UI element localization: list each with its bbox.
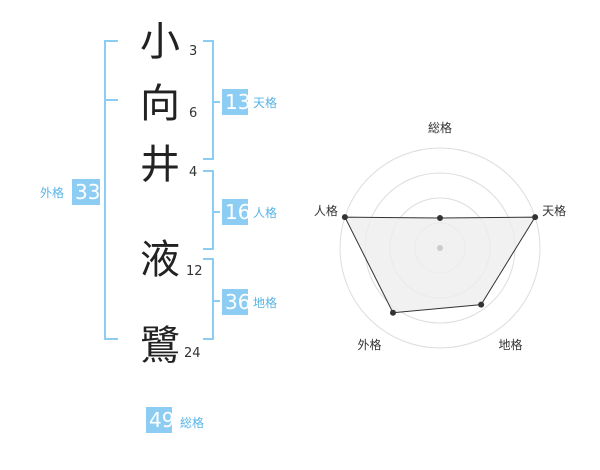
name-char-3: 井 (140, 142, 180, 188)
name-char-5: 鷺 (140, 323, 180, 369)
stroke-count-4: 12 (186, 264, 203, 279)
radar-ring-4 (339, 147, 541, 349)
soukaku-label: 総格 (180, 416, 205, 430)
radar-point-2 (532, 214, 539, 221)
radar-axis-label-2: 天格 (542, 203, 566, 218)
name-char-4: 液 (140, 237, 180, 283)
tenkaku-label: 天格 (253, 96, 278, 110)
chikaku-value-badge: 36 (222, 289, 250, 315)
gaikaku-label: 外格 (40, 186, 65, 200)
chikaku-label: 地格 (253, 296, 278, 310)
radar-axis-label-1: 総格 (428, 120, 452, 135)
jinkaku-value-badge: 16 (222, 199, 250, 225)
jinkaku-label: 人格 (253, 206, 278, 220)
stroke-count-5: 24 (184, 346, 201, 361)
radar-area (344, 216, 537, 314)
name-char-2: 向 (140, 81, 180, 127)
stroke-count-3: 4 (189, 165, 198, 180)
stroke-count-1: 3 (189, 44, 198, 59)
name-char-1: 小 (140, 19, 180, 65)
soukaku-value-badge: 49 (146, 407, 174, 433)
stroke-count-2: 6 (189, 106, 198, 121)
radar-point-4 (389, 309, 396, 316)
gaikaku-value-badge: 33 (72, 179, 100, 205)
radar-axis-label-4: 外格 (357, 337, 381, 352)
tenkaku-value-badge: 13 (222, 89, 250, 115)
radar-axis-label-5: 人格 (314, 203, 338, 218)
radar-axis-label-3: 地格 (499, 337, 523, 352)
radar-point-5 (341, 214, 348, 221)
radar-center-dot (437, 245, 443, 251)
radar-point-1 (437, 215, 443, 221)
radar-point-3 (478, 301, 485, 308)
